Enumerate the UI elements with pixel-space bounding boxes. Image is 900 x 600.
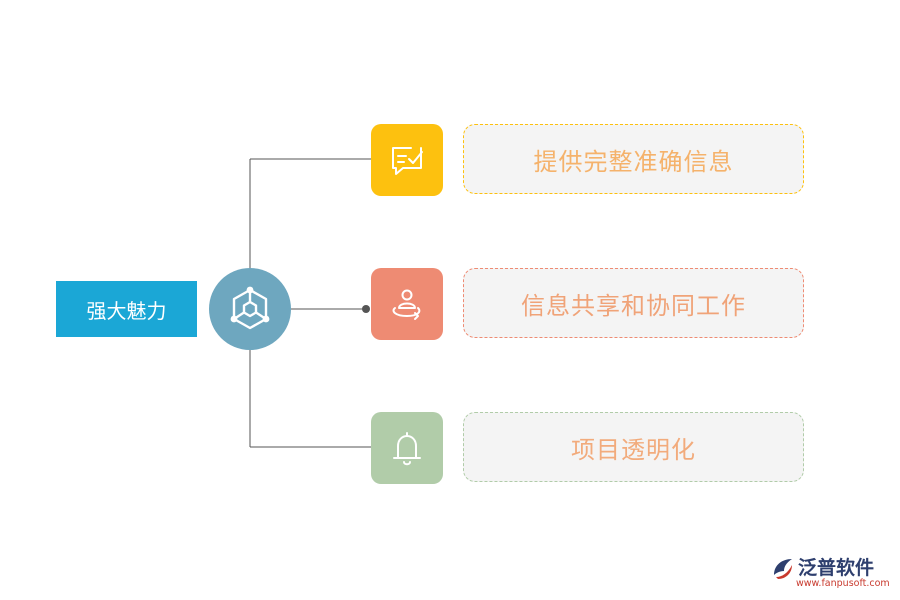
brand-mark-icon xyxy=(774,559,792,579)
brand-url: www.fanpusoft.com xyxy=(796,578,890,589)
user-orbit-icon xyxy=(392,289,421,320)
chat-check-icon xyxy=(392,147,423,175)
item-icon-box-2 xyxy=(371,268,443,340)
item-card-1: 提供完整准确信息 xyxy=(463,124,804,194)
item-card-2: 信息共享和协同工作 xyxy=(463,268,804,338)
item-text-2: 信息共享和协同工作 xyxy=(521,291,746,320)
item-icon-box-3 xyxy=(371,412,443,484)
item-card-3: 项目透明化 xyxy=(463,412,804,482)
brand-name: 泛普软件 xyxy=(798,557,875,579)
item-text-3: 项目透明化 xyxy=(571,435,696,464)
network-hexagon-icon xyxy=(230,286,270,330)
brand-logo: 泛普软件 www.fanpusoft.com xyxy=(770,553,894,595)
root-label: 强大魅力 xyxy=(56,281,197,337)
item-text-1: 提供完整准确信息 xyxy=(533,147,734,176)
item-icon-box-1 xyxy=(371,124,443,196)
bell-icon xyxy=(393,432,421,466)
hub-node xyxy=(209,268,291,350)
